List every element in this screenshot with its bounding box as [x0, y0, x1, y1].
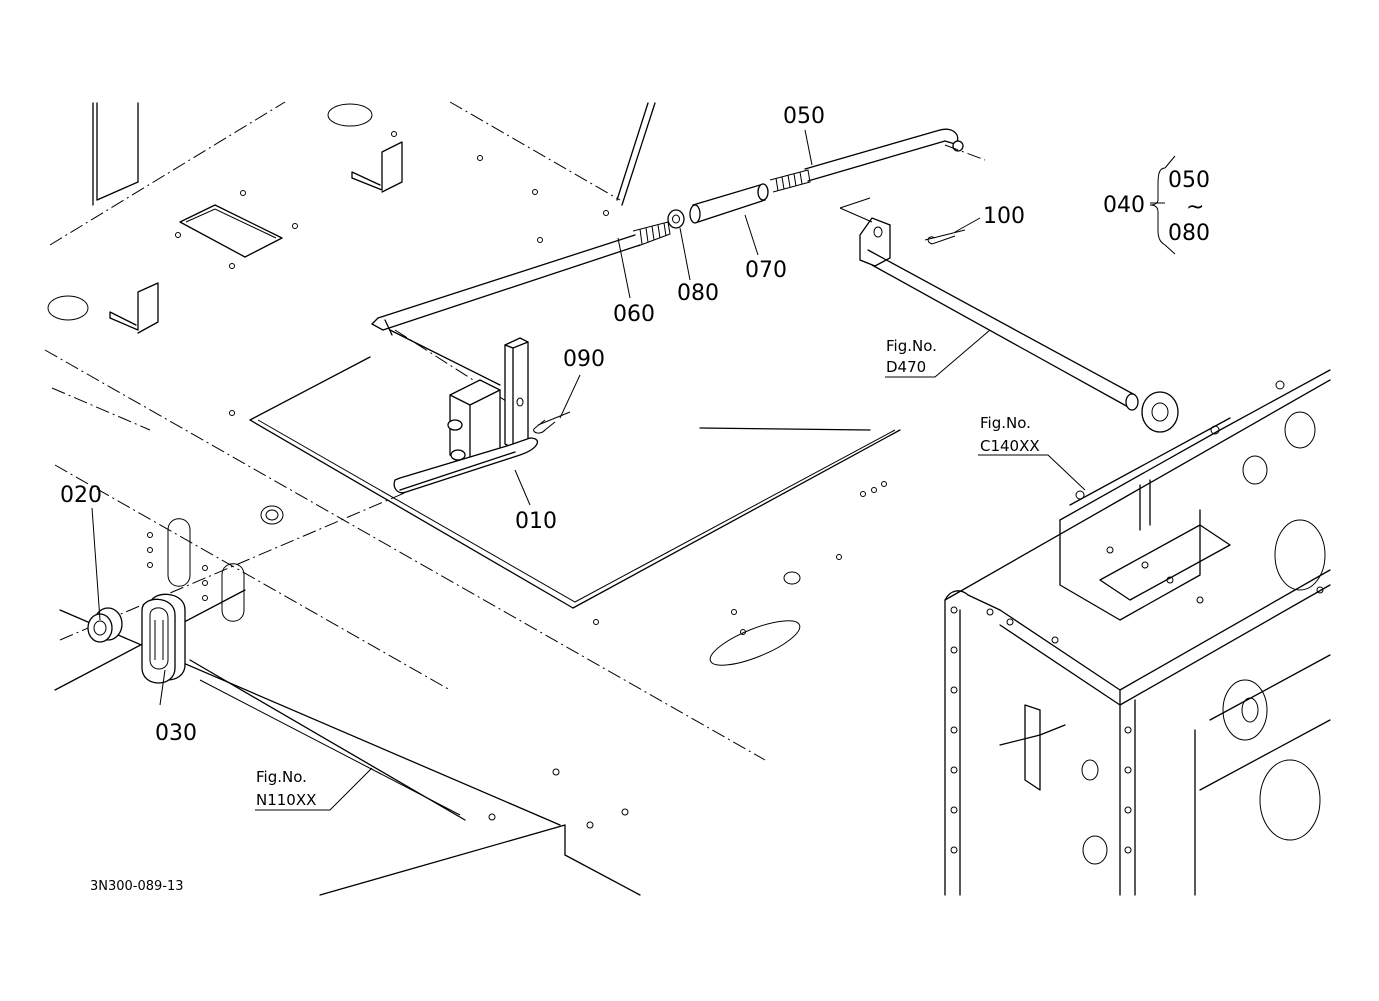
part-labels: 020 030 010 090 060 080 070 050 100 040 … [60, 104, 1210, 746]
figref-c140xx-title: Fig.No. [980, 414, 1031, 432]
label-range-from: 050 [1168, 168, 1210, 193]
guide-030 [141, 593, 186, 684]
label-part-050: 050 [783, 104, 825, 129]
label-part-090: 090 [563, 347, 605, 372]
figref-c140xx-ref: C140XX [980, 437, 1040, 455]
roller-020 [87, 607, 123, 643]
transmission-case [944, 369, 1331, 896]
label-part-100: 100 [983, 204, 1025, 229]
cross-shaft [839, 197, 1179, 433]
figref-d470-title: Fig.No. [886, 337, 937, 355]
label-part-040: 040 [1103, 193, 1145, 218]
lever-010 [393, 337, 571, 494]
label-range-sep: ~ [1186, 195, 1204, 220]
figref-d470-ref: D470 [886, 358, 926, 376]
figref-n110xx-ref: N110XX [256, 791, 316, 809]
figref-n110xx-title: Fig.No. [256, 768, 307, 786]
label-part-070: 070 [745, 258, 787, 283]
linkage-rods [371, 128, 986, 386]
drawing-code: 3N300-089-13 [90, 879, 184, 894]
label-part-060: 060 [613, 302, 655, 327]
floor-platform [44, 101, 901, 896]
label-part-080: 080 [677, 281, 719, 306]
figure-references: Fig.No. D470 Fig.No. C140XX Fig.No. N110… [256, 337, 1040, 809]
label-part-020: 020 [60, 483, 102, 508]
label-range-to: 080 [1168, 221, 1210, 246]
label-part-030: 030 [155, 721, 197, 746]
leader-lines [91, 129, 1176, 811]
label-part-010: 010 [515, 509, 557, 534]
